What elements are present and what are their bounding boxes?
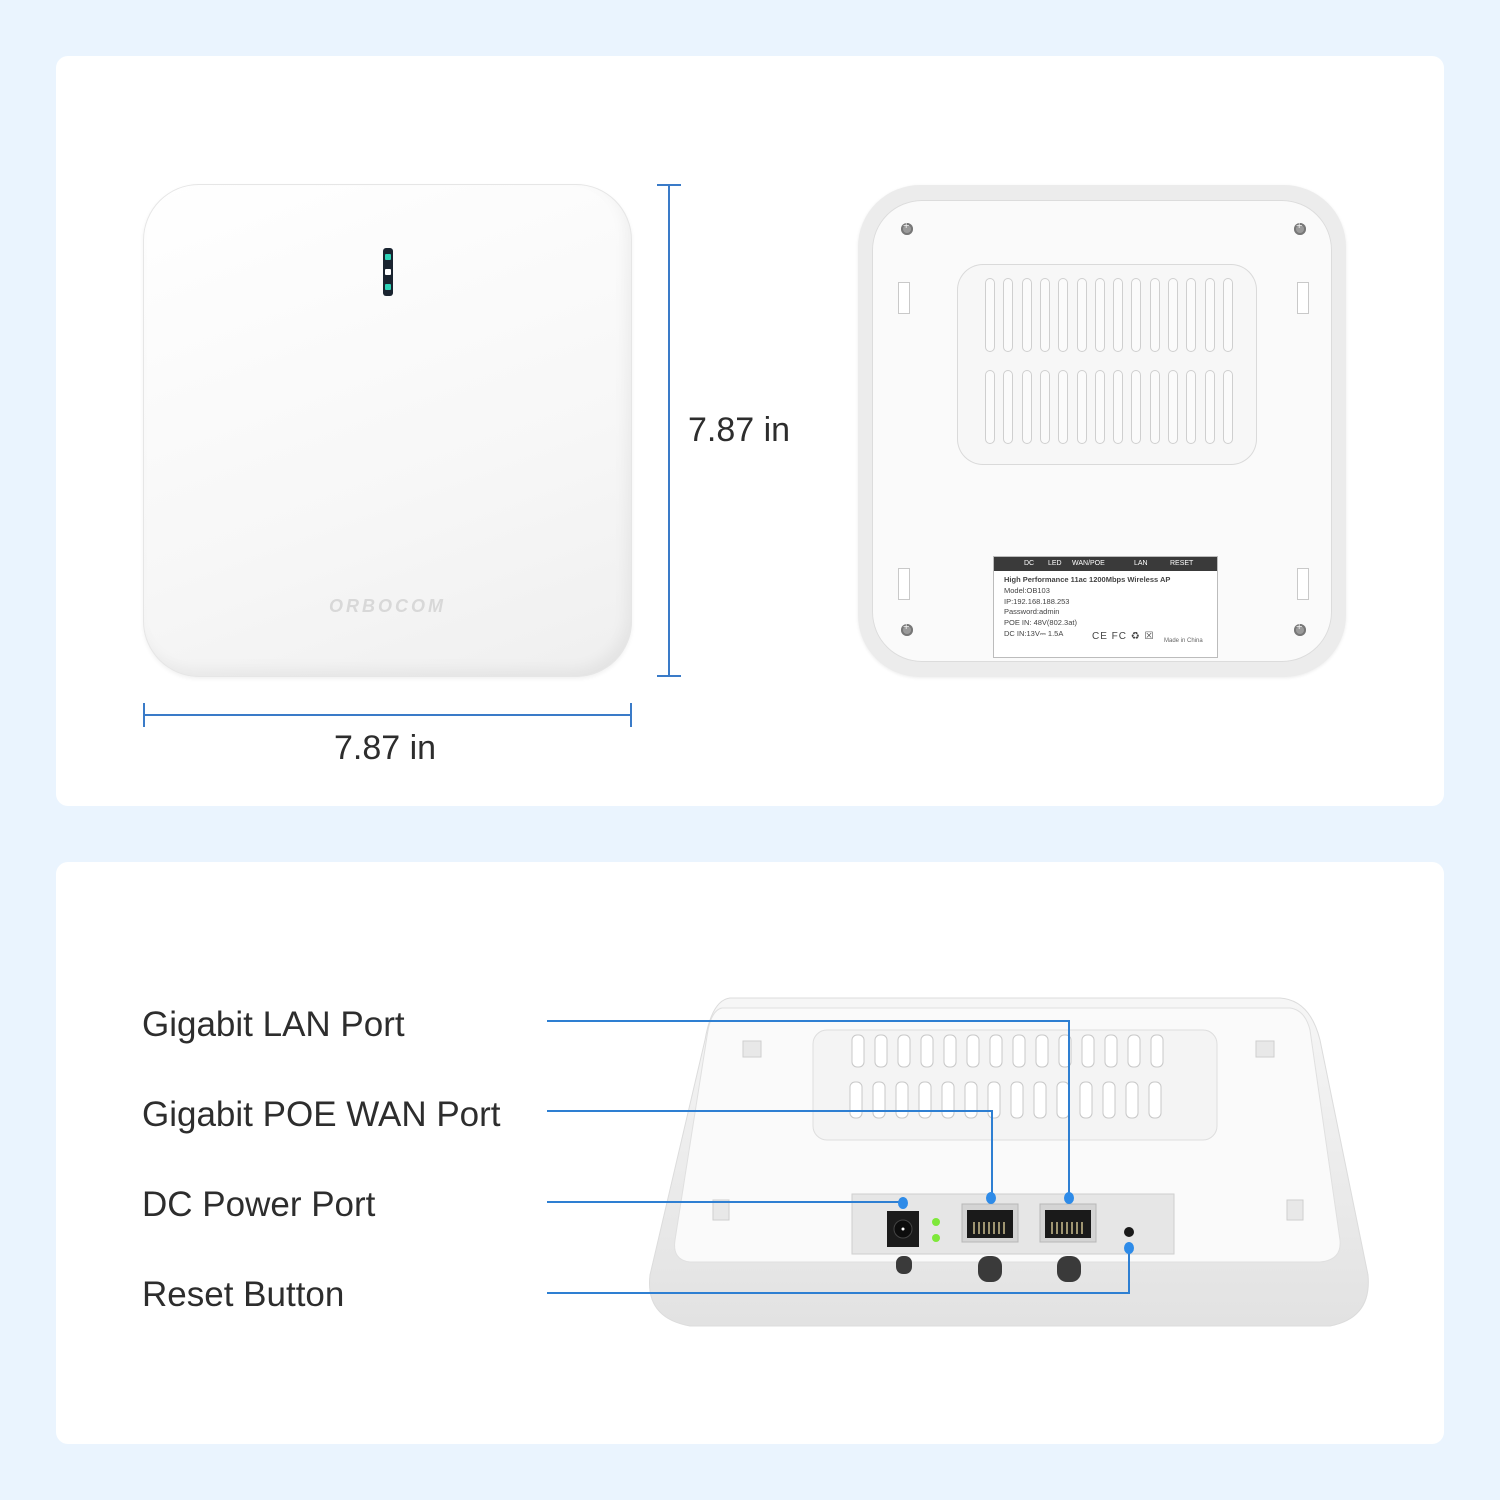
leader-line-wan (547, 1110, 992, 1112)
brand-logo: ORBOCOM (329, 596, 446, 616)
vent-slot (1058, 278, 1069, 352)
height-dimension-label: 7.87 in (688, 411, 791, 449)
vent-slot (1039, 278, 1050, 352)
vent-slot (1131, 370, 1142, 444)
label-origin: Made in China (1164, 638, 1203, 644)
width-dimension-cap-right (630, 703, 632, 727)
ventilation-grille (957, 264, 1257, 465)
led-indicator-icon (383, 248, 393, 296)
vent-slot (1222, 278, 1233, 352)
leader-line-wan-drop (991, 1110, 993, 1196)
vent-slot (985, 278, 995, 352)
port-label-lan: LAN (1134, 560, 1148, 567)
width-dimension-line (143, 714, 632, 716)
vent-slot (1149, 370, 1160, 444)
port-label-dc: DC (1024, 560, 1035, 567)
port-label-reset: RESET (1170, 560, 1194, 567)
vent-slot (1113, 370, 1124, 444)
vent-slot (1021, 278, 1032, 352)
leader-line-lan-drop (1068, 1020, 1070, 1196)
height-dimension-cap-bottom (657, 675, 681, 677)
vent-slot (1168, 370, 1178, 444)
port-label-led: LED (1048, 560, 1062, 567)
access-point-port-view (649, 997, 1369, 1327)
mount-clip (898, 568, 910, 600)
product-label: DC LED WAN/POE LAN RESET High Performanc… (994, 557, 1217, 657)
callout-poe-wan-port: Gigabit POE WAN Port (142, 1095, 501, 1134)
label-ip: IP:192.168.188.253 (1004, 596, 1070, 606)
vent-slot (1186, 278, 1197, 352)
vent-slot (1131, 278, 1142, 352)
certification-icons: CE FC ♻ ☒ (1092, 631, 1155, 642)
label-poe-in: POE IN: 48V(802.3at) (1004, 618, 1077, 628)
screw-icon (901, 621, 913, 636)
screw-icon (1294, 220, 1306, 235)
dc-port-marker-icon (898, 1197, 908, 1209)
vent-slot (1058, 370, 1069, 444)
callout-dc-power-port: DC Power Port (142, 1185, 376, 1224)
leader-line-lan (547, 1020, 1069, 1022)
wan-port-marker-icon (986, 1192, 996, 1204)
port-label-header: DC LED WAN/POE LAN RESET (994, 557, 1217, 571)
vent-slot (1186, 370, 1197, 444)
vent-slot (1039, 370, 1050, 444)
vent-slot (1222, 370, 1233, 444)
height-dimension-line (668, 184, 670, 677)
vent-slot (1076, 370, 1087, 444)
vent-slot (1076, 278, 1087, 352)
vent-slot (985, 370, 995, 444)
leader-line-reset-rise (1128, 1248, 1130, 1294)
screw-icon (1294, 621, 1306, 636)
mount-clip (1297, 568, 1309, 600)
lan-port-marker-icon (1064, 1192, 1074, 1204)
vent-slot (1149, 278, 1160, 352)
vent-slot (1003, 370, 1014, 444)
callout-lan-port: Gigabit LAN Port (142, 1005, 405, 1044)
vent-slot (1094, 370, 1105, 444)
vent-slot (1021, 370, 1032, 444)
callout-reset-button: Reset Button (142, 1275, 345, 1314)
label-model: Model:OB103 (1004, 585, 1050, 595)
label-password: Password:admin (1004, 607, 1060, 617)
leader-line-reset (547, 1292, 1130, 1294)
width-dimension-label: 7.87 in (334, 729, 437, 767)
leader-line-dc (547, 1201, 903, 1203)
height-dimension-cap-top (657, 184, 681, 186)
label-dc-in: DC IN:13V⎓ 1.5A (1004, 628, 1064, 638)
vent-slot (1094, 278, 1105, 352)
width-dimension-cap-left (143, 703, 145, 727)
vent-slot (1204, 278, 1215, 352)
vent-slot (1113, 278, 1124, 352)
vent-slot (1168, 278, 1178, 352)
vent-slot (1003, 278, 1014, 352)
label-title: High Performance 11ac 1200Mbps Wireless … (1004, 575, 1171, 584)
vent-slot (1204, 370, 1215, 444)
port-label-wan-poe: WAN/POE (1072, 560, 1105, 567)
reset-button-marker-icon (1124, 1242, 1134, 1254)
screw-icon (901, 220, 913, 235)
mount-clip (1297, 282, 1309, 314)
mount-clip (898, 282, 910, 314)
